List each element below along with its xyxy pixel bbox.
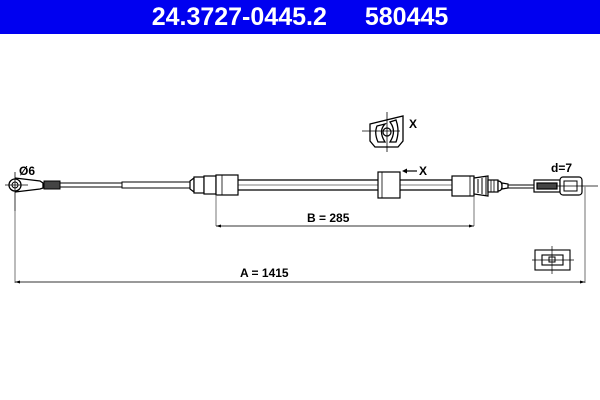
- eye-end-icon: [5, 172, 44, 211]
- eye-diameter-label: Ø6: [19, 164, 35, 178]
- end-detail-icon: [532, 246, 574, 274]
- cylinder-end-icon: [533, 176, 598, 283]
- part-number: 24.3727-0445.2: [151, 2, 327, 31]
- right-fitting: [451, 175, 509, 226]
- clip-arrow-icon: [402, 168, 417, 174]
- left-crimp: [43, 180, 61, 190]
- dimension-a-label: A = 1415: [240, 266, 289, 280]
- clip-position-label: X: [419, 164, 427, 178]
- dimension-b-label: B = 285: [307, 211, 350, 225]
- cable-sheath: [121, 181, 191, 189]
- clip-detail-icon: [362, 112, 404, 152]
- clip-detail-label: X: [409, 117, 417, 131]
- reference-number: 580445: [364, 2, 449, 31]
- dimension-a-line: [15, 280, 585, 284]
- end-diameter-label: d=7: [551, 161, 572, 175]
- title-banner: 24.3727-0445.2 580445: [0, 0, 600, 34]
- dimension-b-line: [216, 224, 474, 228]
- clip: [377, 171, 401, 199]
- left-fitting: [189, 174, 239, 226]
